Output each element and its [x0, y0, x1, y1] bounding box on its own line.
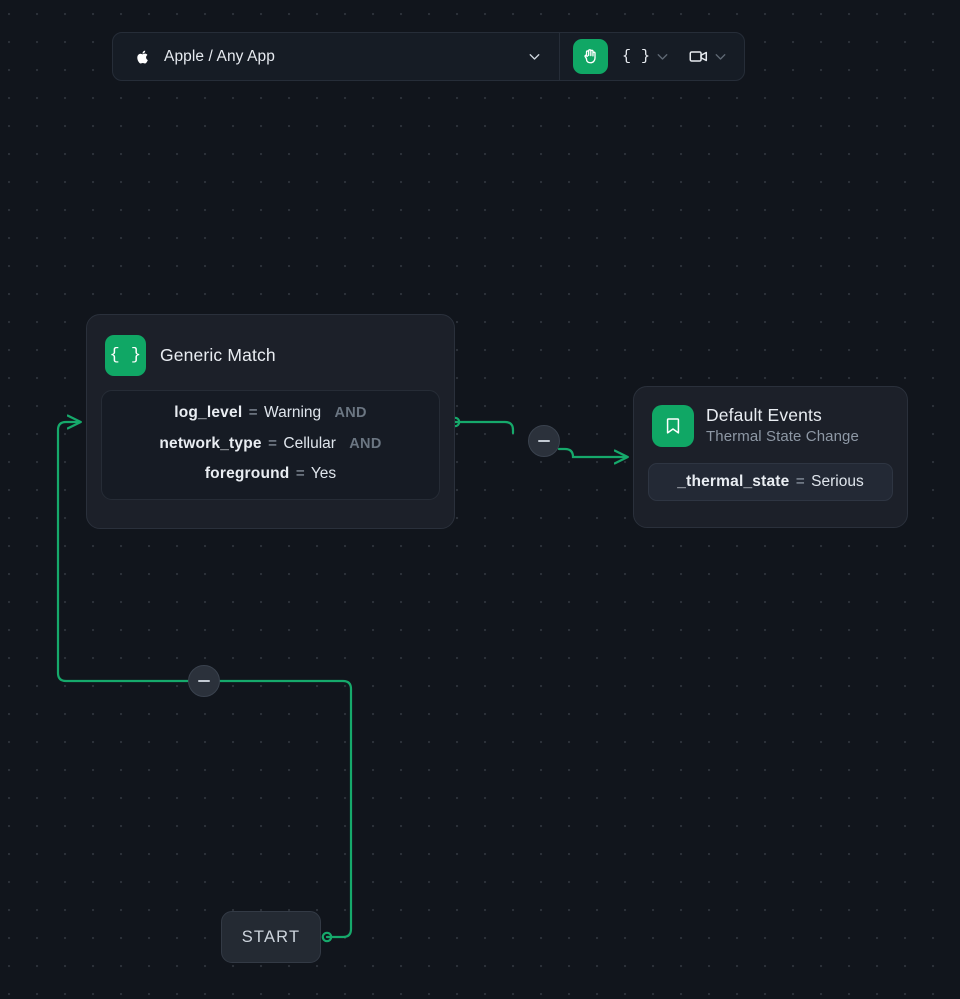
node-subtitle: Thermal State Change [706, 427, 859, 445]
node-header: { } Generic Match [101, 329, 440, 376]
bookmark-icon [652, 405, 694, 447]
condition-row[interactable]: network_type = Cellular AND [116, 435, 425, 454]
condition-row[interactable]: foreground = Yes [116, 465, 425, 484]
app-selector-label: Apple / Any App [164, 47, 275, 65]
chevron-down-icon[interactable] [526, 48, 543, 65]
apple-logo-icon [137, 50, 148, 63]
event-property-key: _thermal_state [677, 473, 790, 490]
toolbar-divider [559, 33, 560, 80]
app-selector[interactable]: Apple / Any App [113, 33, 559, 80]
event-property-value: Serious [811, 473, 864, 490]
node-title: Generic Match [160, 344, 276, 365]
hand-pan-icon [584, 49, 596, 64]
condition-operator: = [248, 404, 258, 421]
node-start[interactable]: START [221, 911, 321, 963]
condition-key: log_level [174, 404, 243, 421]
node-title: Default Events [706, 405, 822, 425]
hand-pan-tool-button[interactable] [573, 39, 608, 74]
event-property-pill[interactable]: _thermal_state = Serious [648, 463, 893, 501]
condition-value: Warning [264, 404, 322, 421]
braces-tool-button[interactable]: { } [608, 48, 674, 65]
edge-badge-collapse-a[interactable] [528, 425, 560, 457]
node-generic-match[interactable]: { } Generic Match log_level = Warning AN… [86, 314, 455, 529]
braces-icon: { } [622, 48, 651, 65]
condition-value: Yes [310, 465, 337, 483]
chevron-down-icon[interactable] [712, 48, 729, 65]
start-label: START [241, 927, 301, 946]
top-toolbar: Apple / Any App { } [112, 32, 745, 81]
video-camera-icon [689, 51, 707, 62]
node-title-group: Default Events Thermal State Change [706, 405, 859, 447]
condition-joiner: AND [349, 435, 382, 452]
conditions-panel: log_level = Warning AND network_type = C… [101, 390, 440, 500]
edge-badge-collapse-b[interactable] [188, 665, 220, 697]
video-tool-button[interactable] [674, 46, 732, 67]
condition-key: foreground [204, 465, 290, 483]
toolbar-tools: { } [560, 33, 744, 80]
condition-key: network_type [159, 434, 262, 452]
condition-operator: = [295, 465, 305, 483]
event-property-operator: = [795, 473, 805, 490]
braces-icon: { } [105, 335, 146, 376]
node-title-group: Generic Match [160, 345, 276, 367]
condition-joiner: AND [334, 405, 367, 421]
chevron-down-icon[interactable] [654, 48, 671, 65]
node-header: Default Events Thermal State Change [648, 401, 893, 447]
condition-row[interactable]: log_level = Warning AND [116, 404, 425, 423]
condition-operator: = [268, 434, 278, 452]
condition-value: Cellular [283, 434, 336, 452]
node-default-events[interactable]: Default Events Thermal State Change _the… [633, 386, 908, 528]
